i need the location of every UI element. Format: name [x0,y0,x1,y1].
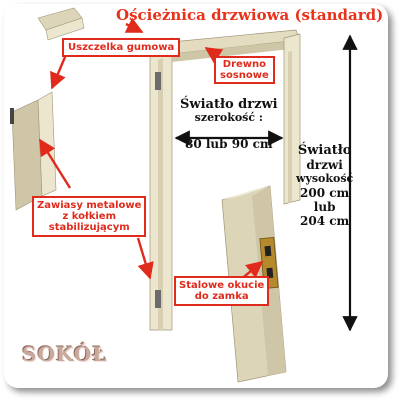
diagram-title: Ościeżnica drzwiowa (standard) [116,6,384,24]
height-note-line-2: drzwi [306,158,343,172]
hinges-label-line-2: z kołkiem [62,211,116,222]
seal-label: Uszczelka gumowa [62,38,181,57]
lock-label-line-1: Stalowe okucie [179,280,265,291]
frame-profile-top [37,7,85,41]
frame-jamb-left [149,37,173,331]
seal-pointer-arrow [124,17,144,34]
left-frame-post [10,91,57,211]
hinge-pointer-arrow [38,138,72,189]
wood-label: Drewno sosnowe [214,56,275,84]
hinges-label-line-1: Zawiasy metalowe [37,200,142,211]
height-note: Światło drzwi wysokość 200 cm lub 204 cm [296,143,354,229]
hinges-label: Zawiasy metalowe z kołkiem stabilizujący… [32,196,147,237]
width-note: Światło drzwi szerokość : 80 lub 90 cm [180,98,278,151]
height-note-line-1: Światło [297,143,352,158]
wood-pointer-arrow [204,47,224,64]
height-note-line-6: 204 cm [300,214,350,228]
hinge-pointer-arrow-2 [136,237,154,280]
brand-logo: SOKÓŁ [22,342,108,366]
width-note-line-3: 80 lub 90 cm [185,137,273,151]
wood-label-line-1: Drewno [222,59,267,70]
wood-label-line-2: sosnowe [220,70,269,81]
lock-label: Stalowe okucie do zamka [174,276,270,306]
width-note-line-1: Światło drzwi [180,97,278,112]
hinges-label-line-3: stabilizującym [48,222,130,233]
height-note-line-3: wysokość [296,172,354,185]
frame-jamb-right [283,33,301,205]
height-note-line-5: lub [313,200,336,214]
width-note-line-2: szerokość : [194,111,263,124]
height-note-line-4: 200 cm [300,186,350,200]
lock-label-line-2: do zamka [194,291,249,302]
